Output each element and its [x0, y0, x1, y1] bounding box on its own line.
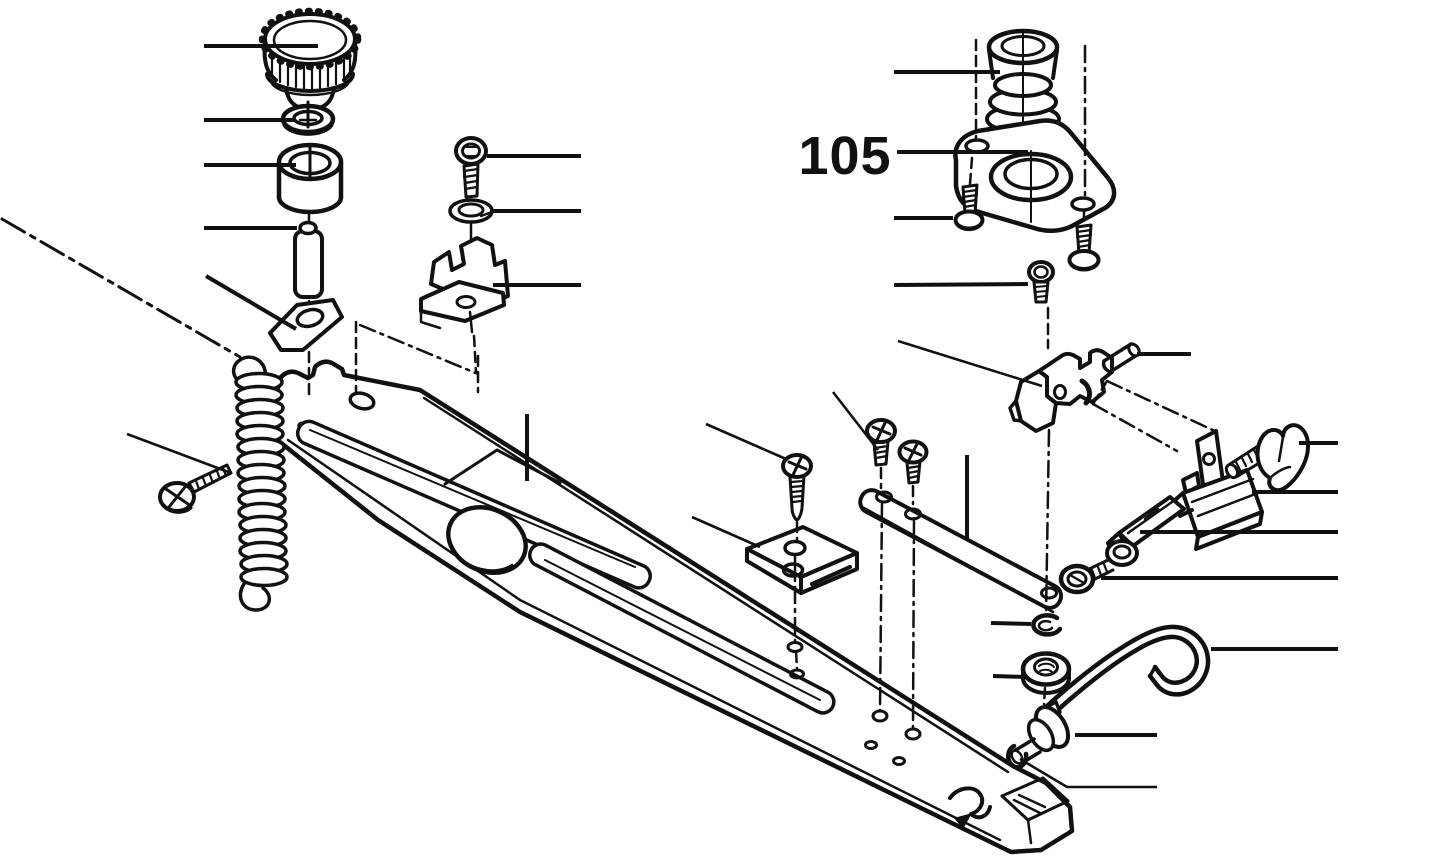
angle-bracket [745, 525, 859, 595]
leader-pan-screws [831, 391, 880, 451]
leader-left-screw [126, 432, 232, 475]
arm-latch-hook-cutout [948, 786, 992, 829]
leader-wedge [204, 274, 298, 331]
leader-c-clip [1019, 757, 1157, 789]
leader-hex-nut [992, 674, 1028, 679]
bushing [276, 142, 344, 215]
c-clip [1005, 743, 1029, 770]
flange-plate [953, 118, 1117, 233]
arm-top-edge-inner [422, 396, 1010, 774]
knob-ribs [270, 48, 352, 91]
centerline-topleft-diagonal [0, 217, 242, 359]
callout-label-105: 105 [798, 126, 891, 186]
lock-washer [448, 198, 494, 242]
hub-pin [1010, 700, 1071, 765]
clip-ghost-outline [354, 320, 480, 396]
socket-screw [454, 136, 488, 214]
leader-angle-bracket [691, 515, 761, 549]
wing-screw [1224, 423, 1310, 493]
leader-tapping-screw [705, 422, 787, 461]
leader-wire-clamp [897, 339, 1043, 388]
leader-lines [126, 44, 1338, 789]
main-arm [258, 359, 1075, 855]
arm-head-hole [348, 391, 376, 411]
leader-spring-washer [990, 621, 1032, 626]
small-socket-screw [1027, 260, 1055, 304]
knurled-knob [258, 7, 362, 111]
assembly-centerlines [307, 38, 1087, 731]
pan-screw-b [897, 439, 929, 485]
link-bar [858, 488, 1064, 614]
clamp-pin [1101, 342, 1141, 374]
flange-screw-right [1067, 223, 1101, 272]
spring-bottom-hook [238, 582, 272, 612]
arm-end-block [1000, 776, 1070, 845]
hex-nut [1020, 651, 1072, 695]
wire-clamp [1008, 348, 1114, 433]
arm-bottom-edge-inner [286, 438, 1002, 842]
arm-slot-lower [528, 542, 836, 715]
tapping-screw [781, 453, 813, 522]
wedge-slide [268, 298, 344, 352]
spring-washer [1031, 613, 1063, 637]
screw-with-washer [1058, 539, 1139, 595]
left-phillips-screw [158, 463, 233, 514]
flange-screw-left [953, 183, 985, 232]
leader-small-screw [893, 282, 1029, 287]
tension-spring [231, 355, 289, 612]
bail-hook [1033, 624, 1211, 727]
pivot-pin [293, 210, 324, 314]
arm-crease [443, 448, 562, 486]
pan-screw-a [865, 418, 897, 467]
u-clip-bracket [419, 236, 510, 334]
bellows-grommet [985, 28, 1061, 135]
